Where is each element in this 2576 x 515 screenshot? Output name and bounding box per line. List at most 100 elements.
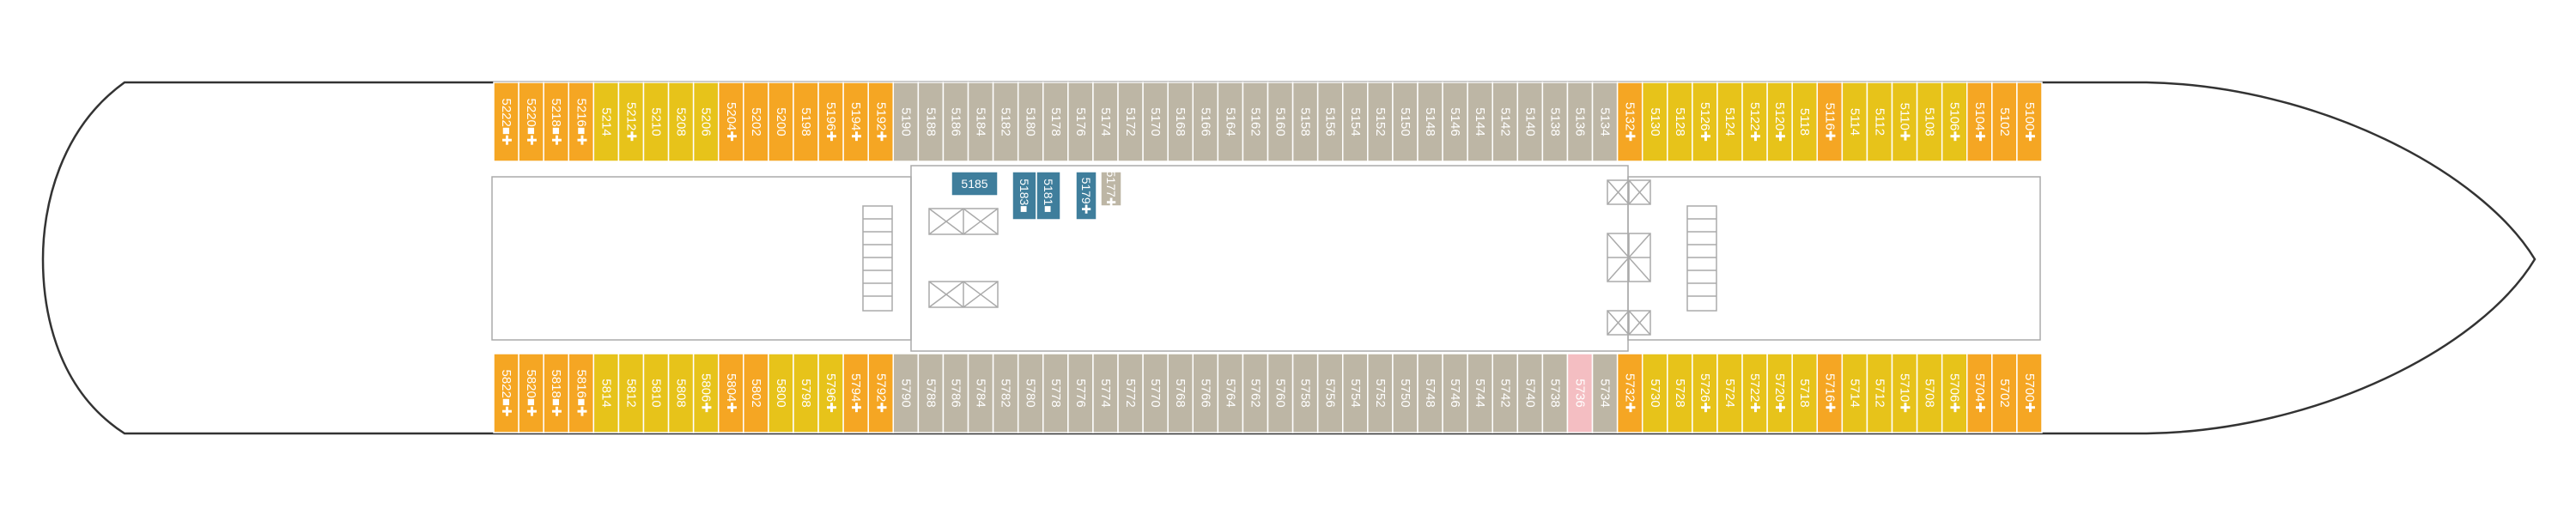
cabin-5154[interactable]: 5154	[1341, 82, 1369, 162]
cabin-5176[interactable]: 5176	[1067, 82, 1094, 162]
cabin-5206[interactable]: 5206	[692, 82, 720, 162]
cabin-5804[interactable]: 5804✚	[717, 353, 744, 433]
cabin-5188[interactable]: 5188	[917, 82, 945, 162]
cabin-5784[interactable]: 5784	[967, 353, 994, 433]
cabin-5714[interactable]: 5714	[1841, 353, 1868, 433]
cabin-5210[interactable]: 5210	[642, 82, 670, 162]
cabin-5158[interactable]: 5158	[1291, 82, 1319, 162]
cabin-5179[interactable]: 5179✚	[1075, 171, 1097, 221]
cabin-5102[interactable]: 5102	[1991, 82, 2018, 162]
cabin-5786[interactable]: 5786	[942, 353, 969, 433]
cabin-5742[interactable]: 5742	[1492, 353, 1519, 433]
cabin-5778[interactable]: 5778	[1042, 353, 1069, 433]
cabin-5810[interactable]: 5810	[642, 353, 670, 433]
cabin-5196[interactable]: 5196✚	[817, 82, 844, 162]
cabin-5120[interactable]: 5120✚	[1766, 82, 1793, 162]
cabin-5706[interactable]: 5706✚	[1941, 353, 1968, 433]
cabin-5122[interactable]: 5122✚	[1741, 82, 1768, 162]
cabin-5172[interactable]: 5172	[1117, 82, 1144, 162]
cabin-5146[interactable]: 5146	[1442, 82, 1468, 162]
cabin-5140[interactable]: 5140	[1516, 82, 1544, 162]
cabin-5106[interactable]: 5106✚	[1941, 82, 1968, 162]
cabin-5181[interactable]: 5181■	[1036, 171, 1061, 221]
cabin-5108[interactable]: 5108	[1916, 82, 1943, 162]
cabin-5820[interactable]: 5820■✚	[518, 353, 544, 433]
cabin-5222[interactable]: 5222■✚	[493, 82, 519, 162]
cabin-5124[interactable]: 5124	[1716, 82, 1743, 162]
cabin-5114[interactable]: 5114	[1841, 82, 1868, 162]
cabin-5216[interactable]: 5216■✚	[568, 82, 595, 162]
cabin-5186[interactable]: 5186	[942, 82, 969, 162]
cabin-5736[interactable]: 5736	[1566, 353, 1594, 433]
cabin-5734[interactable]: 5734	[1591, 353, 1619, 433]
cabin-5818[interactable]: 5818■✚	[543, 353, 569, 433]
cabin-5110[interactable]: 5110✚	[1891, 82, 1918, 162]
cabin-5168[interactable]: 5168	[1167, 82, 1194, 162]
cabin-5760[interactable]: 5760	[1267, 353, 1294, 433]
cabin-5774[interactable]: 5774	[1092, 353, 1119, 433]
cabin-5142[interactable]: 5142	[1492, 82, 1519, 162]
cabin-5100[interactable]: 5100✚	[2016, 82, 2043, 162]
cabin-5756[interactable]: 5756	[1316, 353, 1344, 433]
cabin-5744[interactable]: 5744	[1467, 353, 1493, 433]
cabin-5806[interactable]: 5806✚	[692, 353, 720, 433]
cabin-5170[interactable]: 5170	[1142, 82, 1169, 162]
cabin-5776[interactable]: 5776	[1067, 353, 1094, 433]
cabin-5174[interactable]: 5174	[1092, 82, 1119, 162]
cabin-5180[interactable]: 5180	[1017, 82, 1044, 162]
cabin-5814[interactable]: 5814	[592, 353, 620, 433]
cabin-5812[interactable]: 5812	[617, 353, 645, 433]
cabin-5802[interactable]: 5802	[743, 353, 769, 433]
cabin-5768[interactable]: 5768	[1167, 353, 1194, 433]
cabin-5790[interactable]: 5790	[892, 353, 920, 433]
cabin-5218[interactable]: 5218■✚	[543, 82, 569, 162]
cabin-5166[interactable]: 5166	[1192, 82, 1219, 162]
cabin-5184[interactable]: 5184	[967, 82, 994, 162]
cabin-5788[interactable]: 5788	[917, 353, 945, 433]
cabin-5138[interactable]: 5138	[1541, 82, 1569, 162]
cabin-5185[interactable]: 5185	[951, 171, 999, 197]
cabin-5162[interactable]: 5162	[1242, 82, 1269, 162]
cabin-5762[interactable]: 5762	[1242, 353, 1269, 433]
cabin-5144[interactable]: 5144	[1467, 82, 1493, 162]
cabin-5160[interactable]: 5160	[1267, 82, 1294, 162]
cabin-5716[interactable]: 5716✚	[1816, 353, 1844, 433]
cabin-5726[interactable]: 5726✚	[1692, 353, 1718, 433]
cabin-5808[interactable]: 5808	[667, 353, 695, 433]
cabin-5712[interactable]: 5712	[1866, 353, 1893, 433]
cabin-5754[interactable]: 5754	[1341, 353, 1369, 433]
cabin-5780[interactable]: 5780	[1017, 353, 1044, 433]
cabin-5746[interactable]: 5746	[1442, 353, 1468, 433]
cabin-5722[interactable]: 5722✚	[1741, 353, 1768, 433]
cabin-5800[interactable]: 5800	[768, 353, 794, 433]
cabin-5718[interactable]: 5718	[1791, 353, 1819, 433]
cabin-5730[interactable]: 5730	[1641, 353, 1668, 433]
cabin-5710[interactable]: 5710✚	[1891, 353, 1918, 433]
cabin-5198[interactable]: 5198	[793, 82, 819, 162]
cabin-5748[interactable]: 5748	[1417, 353, 1443, 433]
cabin-5750[interactable]: 5750	[1392, 353, 1419, 433]
cabin-5740[interactable]: 5740	[1516, 353, 1544, 433]
cabin-5728[interactable]: 5728	[1667, 353, 1693, 433]
cabin-5792[interactable]: 5792✚	[867, 353, 895, 433]
cabin-5782[interactable]: 5782	[992, 353, 1019, 433]
cabin-5192[interactable]: 5192✚	[867, 82, 895, 162]
cabin-5152[interactable]: 5152	[1367, 82, 1394, 162]
cabin-5822[interactable]: 5822■✚	[493, 353, 519, 433]
cabin-5150[interactable]: 5150	[1392, 82, 1419, 162]
cabin-5177[interactable]: 5177✚	[1100, 171, 1122, 208]
cabin-5772[interactable]: 5772	[1117, 353, 1144, 433]
cabin-5764[interactable]: 5764	[1217, 353, 1244, 433]
cabin-5194[interactable]: 5194✚	[842, 82, 869, 162]
cabin-5112[interactable]: 5112	[1866, 82, 1893, 162]
cabin-5720[interactable]: 5720✚	[1766, 353, 1793, 433]
cabin-5770[interactable]: 5770	[1142, 353, 1169, 433]
cabin-5738[interactable]: 5738	[1541, 353, 1569, 433]
cabin-5212[interactable]: 5212✚	[617, 82, 645, 162]
cabin-5724[interactable]: 5724	[1716, 353, 1743, 433]
cabin-5126[interactable]: 5126✚	[1692, 82, 1718, 162]
cabin-5704[interactable]: 5704✚	[1966, 353, 1993, 433]
cabin-5708[interactable]: 5708	[1916, 353, 1943, 433]
cabin-5700[interactable]: 5700✚	[2016, 353, 2043, 433]
cabin-5164[interactable]: 5164	[1217, 82, 1244, 162]
